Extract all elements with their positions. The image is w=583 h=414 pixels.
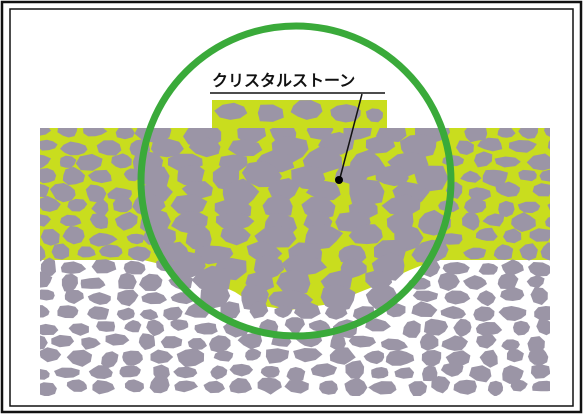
stone [57,305,78,318]
crystal-stone-label: クリスタルストーン [212,71,355,90]
stone [518,170,536,181]
pointer-dot [335,176,343,184]
